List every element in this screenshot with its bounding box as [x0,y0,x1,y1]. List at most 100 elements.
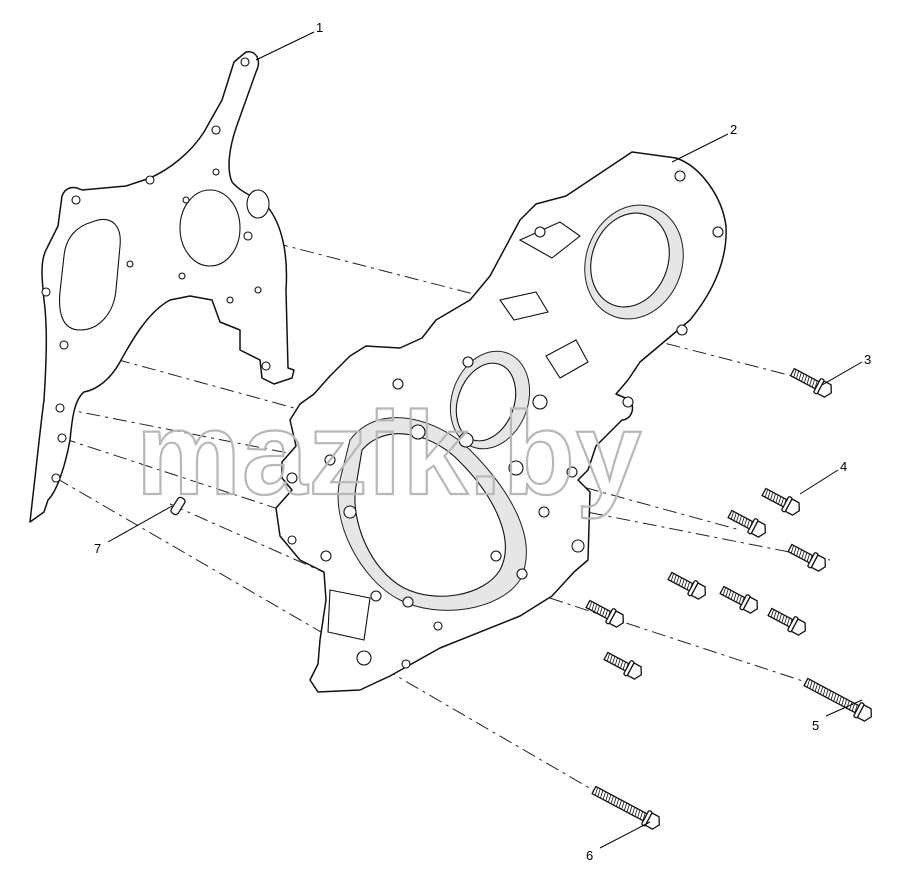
bolt-6-thread [639,811,644,820]
bolt-4a-thread [775,494,779,503]
bolt-4d-head [690,582,706,600]
bolt-5-thread [830,692,834,701]
bolt-4c-head [810,554,826,572]
callout-bolt-long-bottom: 6 [586,848,593,863]
bolt-3-thread [801,373,805,382]
bolt-4a-thread [764,489,769,498]
callout-bolt-group: 4 [840,459,847,474]
bolt-5-thread [817,684,821,694]
bolt-4c-thread [801,550,805,559]
bolt-5-thread [827,690,832,699]
bolt-4f-head [790,618,806,636]
bolt-6-thread [597,788,601,797]
bolt-4b-thread [738,515,742,524]
bolt-5 [803,677,872,722]
bolt-5-thread [825,689,829,698]
bolt-4b-thread [733,512,737,521]
bolt-4h-thread [606,653,611,662]
bolt-6-thread [605,792,609,802]
bolt-5-thread [851,703,856,712]
bolt-group [585,367,872,830]
bolt-3-thread [811,379,816,388]
bolt-4d [667,571,706,600]
leader-lines [107,31,863,849]
bolt-6-thread [631,807,636,816]
bolt-6-thread [634,808,638,817]
bolt-4c-thread [796,548,800,557]
bolt-4c-thread [793,546,797,555]
bolt-6-thread [615,798,620,807]
bolt-4f-thread [781,614,785,623]
bolt-5-thread [835,694,840,703]
callout-timing-cover: 2 [730,122,737,137]
bolt-4a [761,487,800,516]
bolt-4a-thread [767,490,771,499]
callout-gasket: 1 [316,20,323,35]
bolt-4c [787,543,826,572]
bolt-3-thread [809,377,813,386]
bolt-4c-thread [798,549,802,558]
bolt-4e-head [742,596,758,614]
bolt-4d-thread [676,576,680,585]
bolt-4d-thread [673,574,677,583]
bolt-6-thread [626,804,630,813]
bolt-5-thread [849,701,853,710]
gasket [29,51,295,523]
bolt-6-thread [623,802,628,811]
bolt-4b-thread [744,518,748,527]
bolt-6-thread [600,790,604,799]
bolt-4g-thread [599,606,603,615]
bolt-4d-thread [681,578,685,587]
bolt-5-thread [838,696,842,705]
bolt-4c-thread [806,553,810,562]
bolt-5-thread [846,700,850,709]
bolt-4f-thread [770,609,775,618]
bolt-6-thread [629,805,633,814]
bolt-5-thread [806,679,810,688]
bolt-4h-thread [622,661,626,670]
bolt-4a-thread [770,492,774,501]
bolt-4b-thread [736,514,740,523]
watermark-text: mazik.by [136,388,642,520]
bolt-4h-thread [617,658,621,667]
bolt-4f-thread [776,612,780,621]
bolt-4g-thread [594,604,598,613]
bolt-6-thread [608,794,612,803]
bolt-6-thread [602,791,606,800]
bolt-4a-thread [772,493,776,502]
bolt-6-thread [637,809,641,818]
bolt-4g-head [608,610,624,628]
bolt-4d-thread [670,573,675,582]
bolt-4f-thread [786,617,790,626]
bolt-4e-thread [728,590,732,599]
bolt-5-thread [814,683,818,692]
bolt-4g-thread [591,602,595,611]
bolt-4b-thread [746,519,750,528]
bolt-4f-thread [773,610,777,619]
bolt-4b [727,509,766,538]
bolt-4e-thread [725,588,729,597]
callouts: 1 2 3 4 5 6 7 [94,20,871,863]
bolt-3-thread [814,380,818,389]
bolt-3-thread [803,375,808,384]
bolt-4e [719,585,758,614]
bolt-4g-thread [596,605,600,614]
bolt-4g-thread [604,609,608,618]
bolt-6-thread [642,812,646,821]
bolt-4g-thread [588,601,593,610]
bolt-4a-thread [780,497,784,506]
bolt-4d-thread [678,577,682,586]
bolt-4a-head [784,498,800,516]
bolt-4h-head [626,662,642,680]
bolt-3-thread [795,370,800,379]
bolt-3-thread [798,372,802,381]
bolt-4h-thread [620,660,624,669]
bolt-4f-thread [778,613,782,622]
bolt-4g-thread [602,608,606,617]
bolt-4b-thread [730,511,735,520]
bolt-6-thread [613,797,617,806]
bolt-3-thread [793,369,797,378]
callout-bolt-short-top: 3 [864,352,871,367]
